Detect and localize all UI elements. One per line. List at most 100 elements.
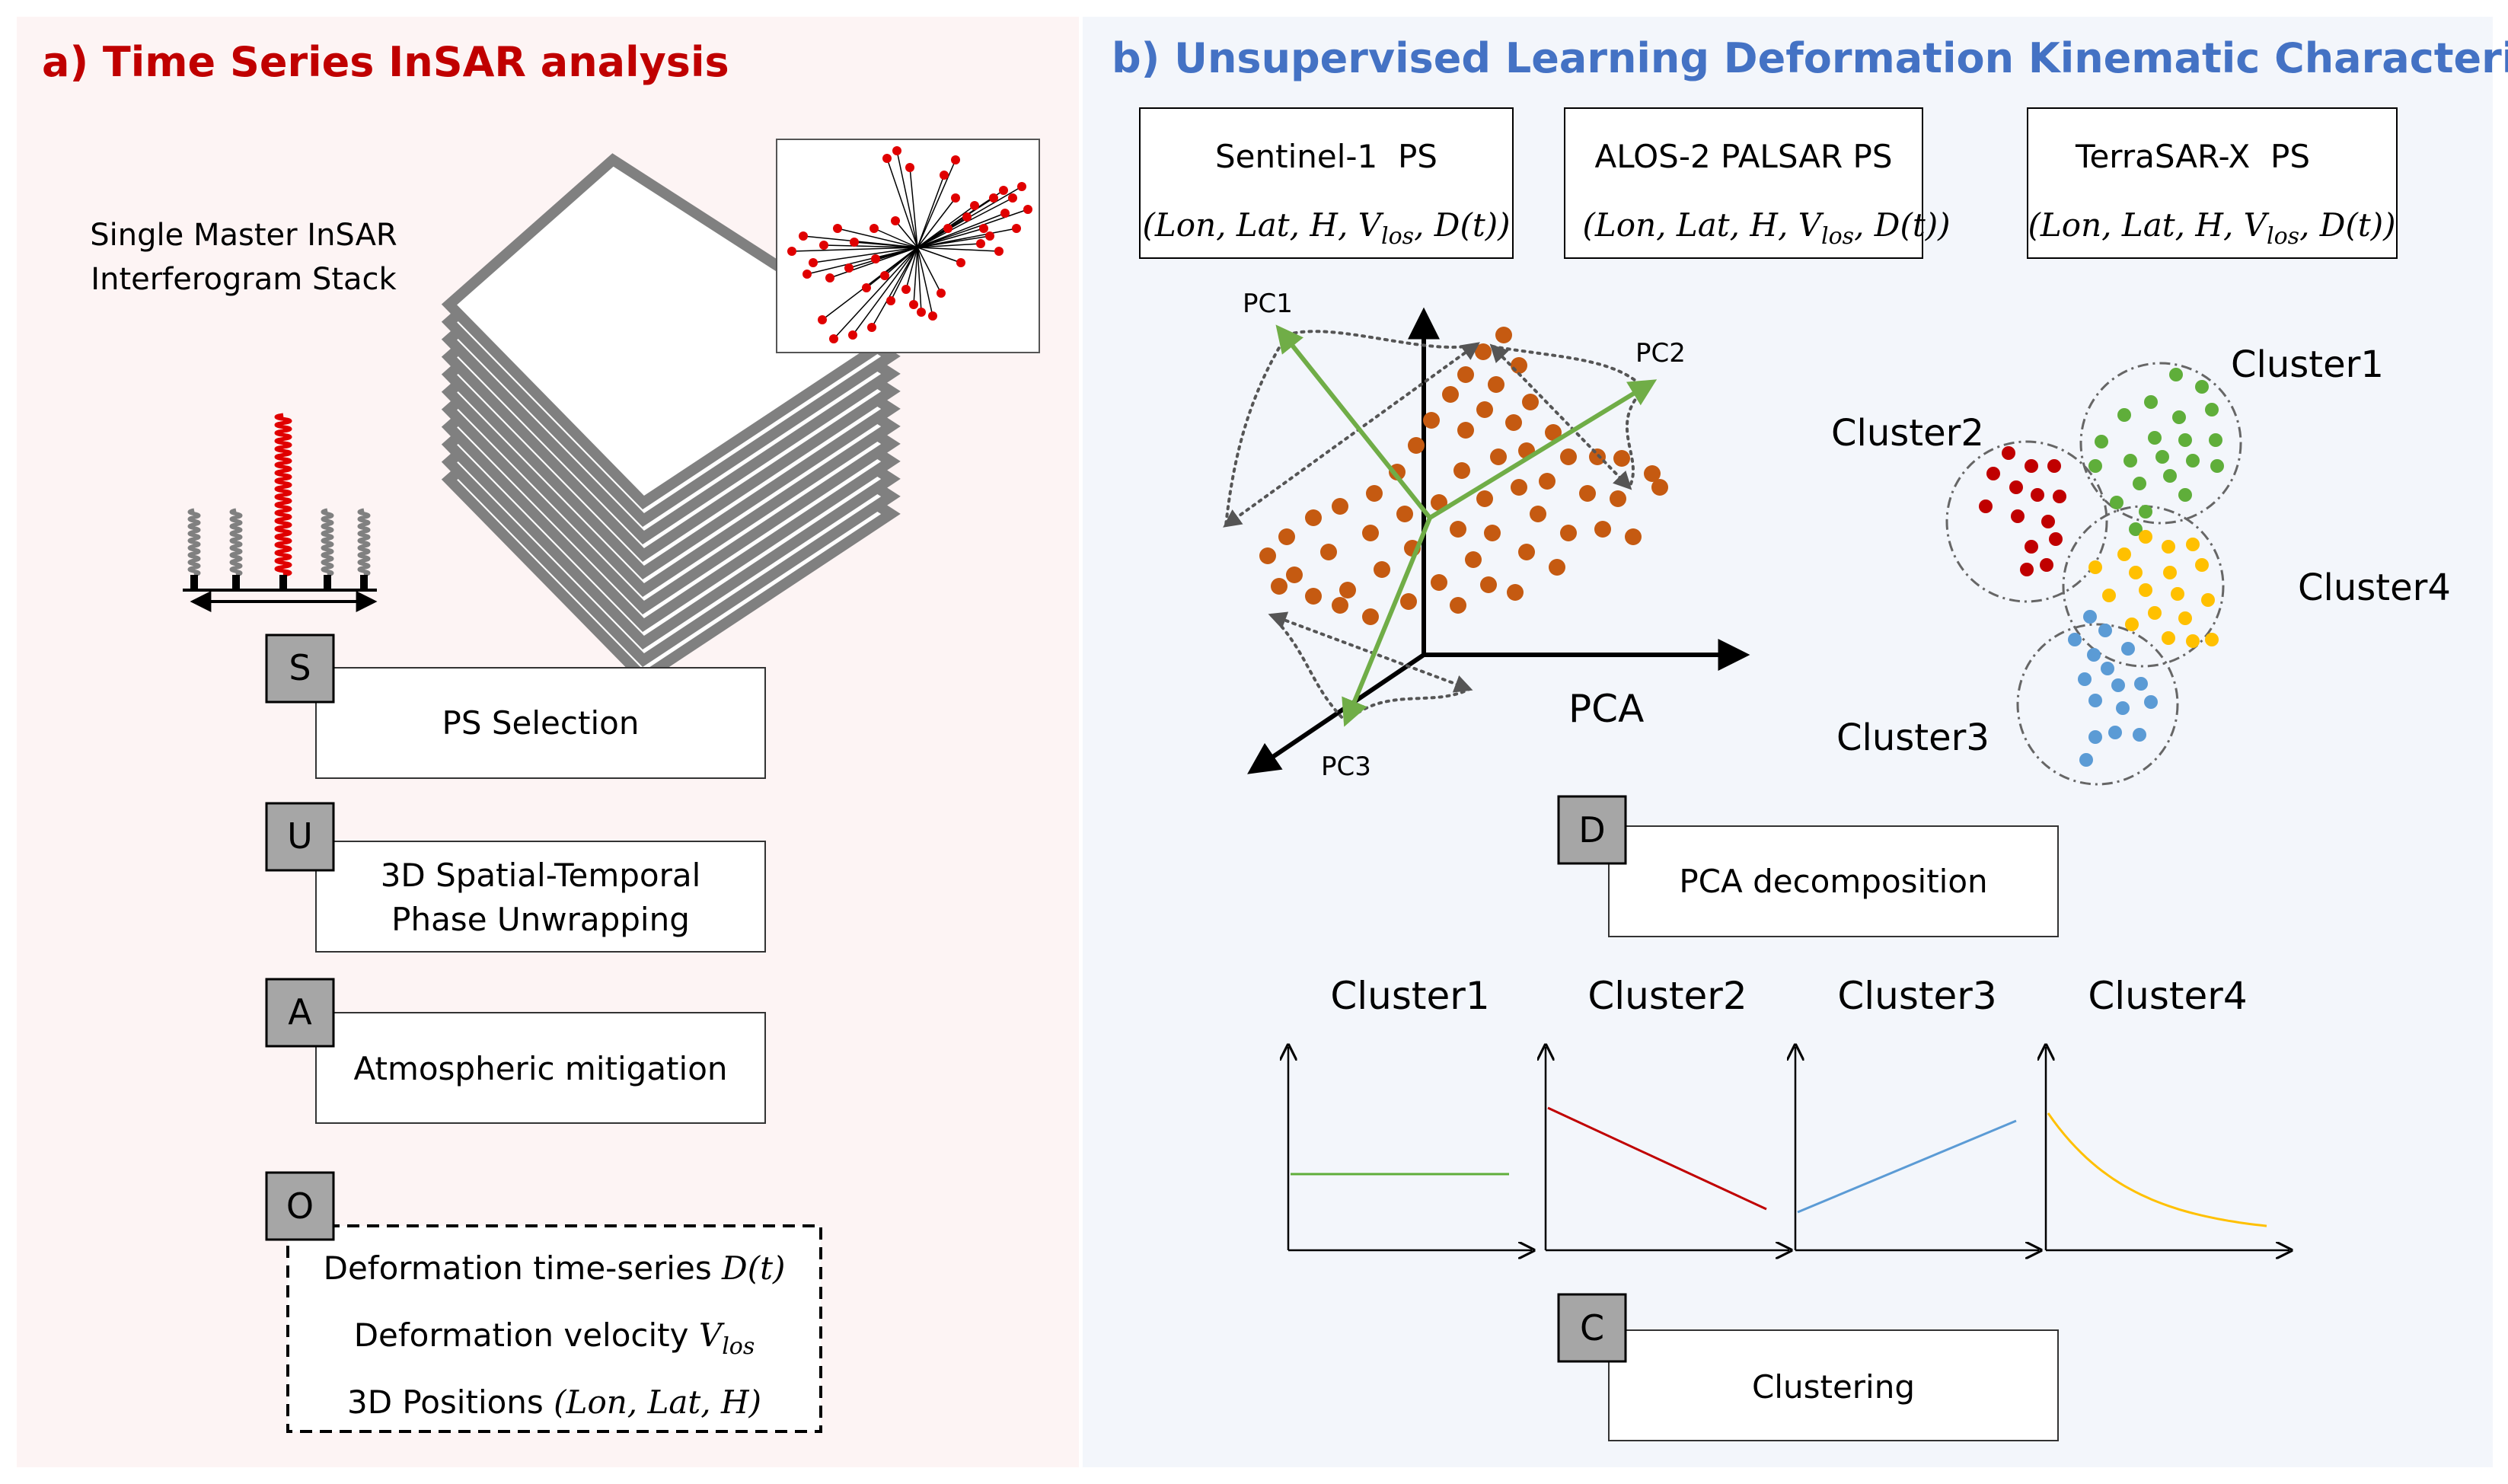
pca-point <box>1374 561 1390 578</box>
pc3-vector <box>1342 516 1432 727</box>
baseline-link <box>791 247 918 252</box>
baseline-link <box>854 241 918 248</box>
acquisition-node <box>871 254 880 263</box>
pca-point <box>1484 525 1501 541</box>
acquisition-node <box>979 224 988 233</box>
sensor-name-terrasar-x: TerraSAR-X PS <box>2075 138 2310 175</box>
cluster1-point <box>2169 368 2183 381</box>
cluster3-point <box>2088 730 2102 744</box>
sensor-name-alos-2: ALOS-2 PALSAR PS <box>1594 138 1892 175</box>
cluster1-point <box>2124 454 2137 468</box>
cluster4-point <box>2186 538 2200 551</box>
trend-plot-2: Cluster2 <box>1546 974 1789 1250</box>
baseline-link <box>917 174 945 248</box>
pca-variance-arrow <box>1224 334 1288 527</box>
cluster4-point <box>2195 558 2209 572</box>
trend-line-3 <box>1797 1119 2017 1214</box>
pca-point <box>1305 509 1322 526</box>
cluster3-label: Cluster3 <box>1836 716 1989 759</box>
baseline-link <box>917 235 991 248</box>
pca-3d-illustration: PC1 PC2 PC3 PCA <box>1223 289 1750 782</box>
pca-point <box>1490 448 1507 465</box>
cluster3-point <box>2144 695 2158 709</box>
cluster2-boundary <box>1945 440 2108 603</box>
cluster1-point <box>2155 450 2169 464</box>
step-d-label: PCA decomposition <box>1679 863 1987 900</box>
output-3d-positions: 3D Positions (Lon, Lat, H) <box>347 1383 761 1421</box>
acquisition-node <box>962 212 972 222</box>
trend-line-4 <box>2047 1112 2267 1227</box>
trend-title-2: Cluster2 <box>1587 974 1747 1018</box>
pca-point <box>1332 498 1348 515</box>
step-s-letter: S <box>289 647 311 688</box>
acquisition-node <box>994 247 1004 256</box>
baseline-link <box>823 244 918 248</box>
cluster4-point <box>2205 633 2219 646</box>
cluster4-point <box>2162 540 2175 554</box>
cluster1-point <box>2088 459 2102 473</box>
cluster4-point <box>2125 618 2139 631</box>
spring-coil <box>321 508 334 577</box>
pca-point <box>1594 521 1611 538</box>
acquisition-node <box>901 285 911 294</box>
step-u-letter: U <box>287 815 313 857</box>
pca-point <box>1450 597 1466 614</box>
pca-point <box>1408 437 1425 454</box>
baseline-link <box>873 228 918 248</box>
pca-point <box>1271 578 1288 595</box>
pca-point <box>1488 376 1504 393</box>
pca-point <box>1431 574 1447 591</box>
sensor-tuple-terrasar-x: (Lon, Lat, H, Vlos, D(t)) <box>2028 206 2396 250</box>
cluster2-point <box>1979 499 1993 513</box>
baseline-link <box>852 247 918 336</box>
interferogram-stack <box>441 153 901 685</box>
cluster3-point <box>2088 694 2102 707</box>
cluster4-point <box>2178 611 2192 625</box>
cluster4-point <box>2088 560 2102 574</box>
acquisition-node <box>917 308 926 317</box>
cluster2-point <box>2031 488 2044 502</box>
cluster4-point <box>2102 589 2116 602</box>
baseline-link <box>917 212 1006 248</box>
acquisition-node <box>833 224 842 233</box>
pca-point <box>1610 490 1626 507</box>
cluster3-point <box>2108 726 2122 739</box>
step-a-atmospheric-mitigation: A Atmospheric mitigation <box>265 978 766 1124</box>
pca-point <box>1305 588 1322 605</box>
cluster-trend-plots: Cluster1 Cluster2 Cluster3 Cluster4 <box>1288 974 2289 1250</box>
baseline-link <box>886 158 918 248</box>
trend-plot-3: Cluster3 <box>1795 974 2039 1250</box>
step-c-letter: C <box>1580 1307 1604 1348</box>
trend-title-4: Cluster4 <box>2088 974 2247 1018</box>
cluster1-point <box>2110 496 2124 509</box>
baseline-link <box>917 190 1004 248</box>
pca-point <box>1457 422 1474 439</box>
cluster4-point <box>2148 606 2162 620</box>
trend-plot-1: Cluster1 <box>1288 974 1532 1250</box>
baseline-link <box>895 220 918 248</box>
sensor-box-alos-2: ALOS-2 PALSAR PS (Lon, Lat, H, Vlos, D(t… <box>1564 107 1950 259</box>
baseline-link <box>806 247 918 275</box>
trend-title-1: Cluster1 <box>1330 974 1489 1018</box>
pca-point <box>1625 528 1642 545</box>
pca-variance-arrow <box>1270 614 1348 723</box>
pca-point <box>1530 506 1546 522</box>
pc1-vector <box>1275 324 1432 519</box>
acquisition-node <box>1012 224 1021 233</box>
baseline-link <box>822 247 918 321</box>
cluster1-point <box>2172 410 2186 424</box>
acquisition-node <box>870 224 879 233</box>
step-u-label-line1: 3D Spatial-Temporal <box>381 857 701 894</box>
trend-plot-4: Cluster4 <box>2046 974 2289 1250</box>
trend-title-3: Cluster3 <box>1837 974 1996 1018</box>
cluster4-point <box>2117 547 2131 561</box>
spring-coil <box>274 413 292 577</box>
pca-variance-arrow <box>1489 343 1632 490</box>
cluster4-point <box>2171 587 2184 601</box>
baseline-link <box>917 247 933 317</box>
cluster1-point <box>2117 408 2131 422</box>
pca-point <box>1400 593 1417 610</box>
acquisition-node <box>989 193 998 203</box>
acquisition-node <box>951 193 960 203</box>
pca-variance-arrow <box>1268 611 1473 693</box>
